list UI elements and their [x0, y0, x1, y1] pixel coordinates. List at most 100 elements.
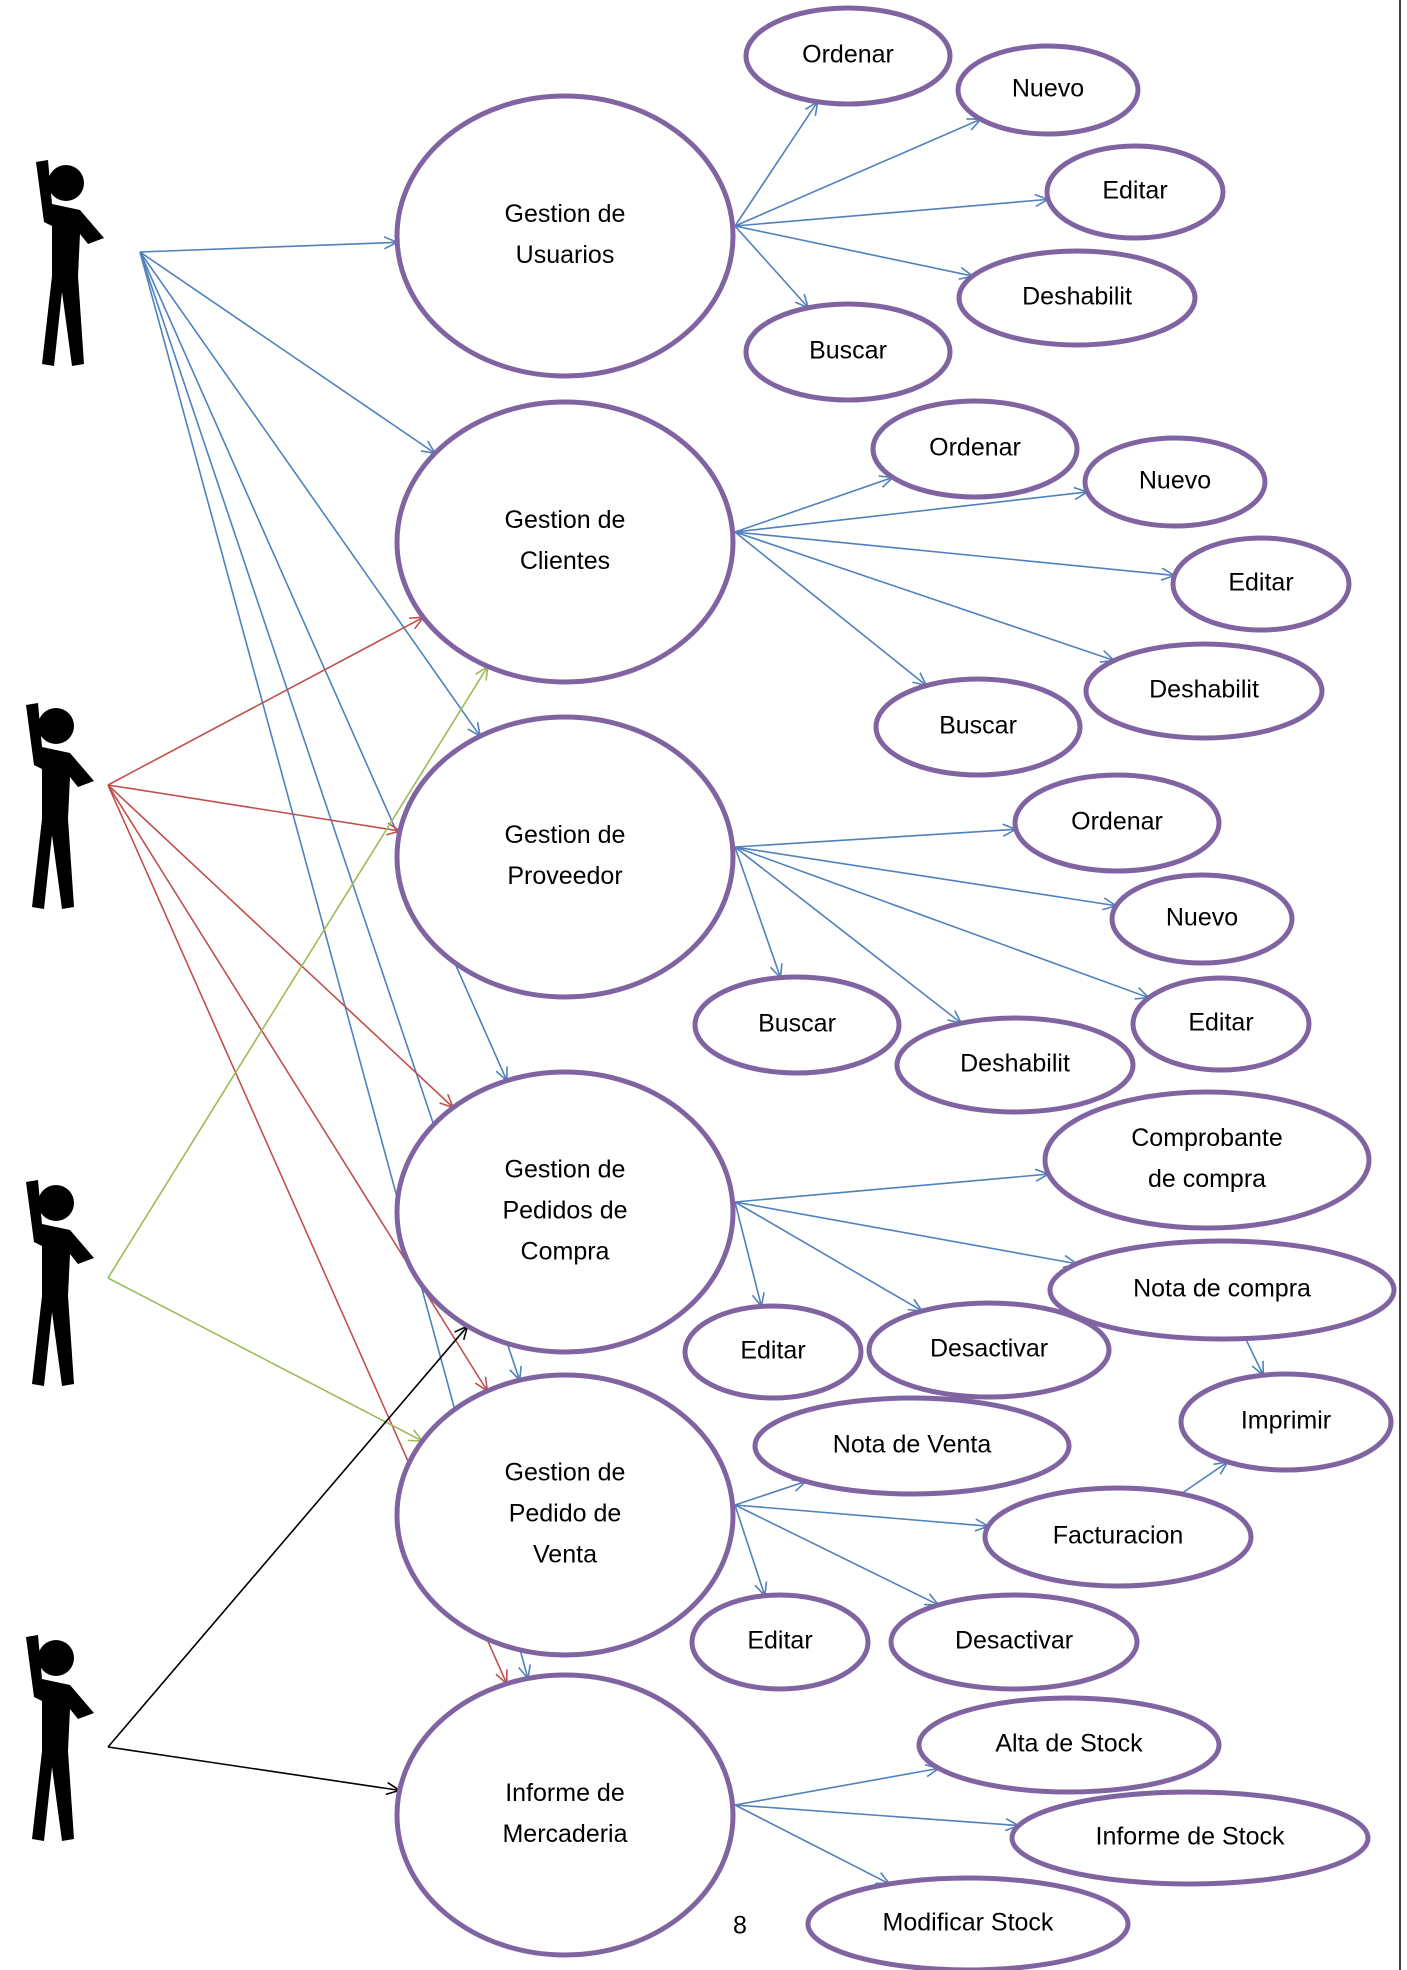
com-desactivar-label: Desactivar	[930, 1335, 1048, 1363]
ven-nota-label: Nota de Venta	[833, 1431, 992, 1459]
pro-editar[interactable]: Editar	[1130, 975, 1312, 1073]
com-nota[interactable]: Nota de compra	[1047, 1238, 1397, 1342]
ven-facturacion-shape	[982, 1485, 1254, 1589]
com-comprobante[interactable]: Comprobante de compra	[1042, 1089, 1372, 1231]
edge-actor1-to-uc-usuarios	[139, 236, 400, 253]
com-imprimir[interactable]: Imprimir	[1178, 1371, 1394, 1473]
pro-nuevo[interactable]: Nuevo	[1109, 872, 1295, 966]
usu-ordenar-shape	[743, 5, 953, 107]
edge-actor4-to-uc-mercaderia	[107, 1746, 402, 1796]
edge-uc-proveedor-to-pro-editar	[734, 846, 1151, 1000]
com-comprobante-shape	[1042, 1089, 1372, 1231]
usu-buscar-shape	[743, 301, 953, 403]
cli-deshabilit[interactable]: Deshabilit	[1083, 641, 1325, 741]
edge-uc-mercaderia-to-mer-modificar	[734, 1804, 892, 1885]
edge-com-nota-to-com-imprimir	[1244, 1338, 1265, 1377]
com-nota-label: Nota de compra	[1133, 1275, 1311, 1303]
pro-deshabilit-label: Deshabilit	[960, 1050, 1070, 1078]
com-comprobante-label: de compra	[1148, 1165, 1266, 1193]
edge-actor3-to-uc-clientes	[107, 664, 489, 1279]
mer-informe[interactable]: Informe de Stock	[1009, 1789, 1371, 1887]
edge-uc-usuarios-to-usu-editar	[734, 193, 1051, 227]
pro-buscar-shape	[692, 974, 902, 1076]
cli-editar-label: Editar	[1228, 569, 1293, 597]
pro-nuevo-shape	[1109, 872, 1295, 966]
ven-facturacion[interactable]: Facturacion	[982, 1485, 1254, 1589]
ven-editar-shape	[689, 1592, 871, 1692]
edge-uc-pedidos-compra-to-com-editar	[734, 1201, 765, 1309]
uc-mercaderia-label: Informe de	[505, 1779, 625, 1807]
edge-uc-clientes-to-cli-deshabilit	[734, 531, 1116, 663]
uc-usuarios-shape	[394, 93, 736, 379]
pro-buscar[interactable]: Buscar	[692, 974, 902, 1076]
uc-clientes-label: Gestion de	[505, 506, 626, 534]
com-desactivar[interactable]: Desactivar	[866, 1300, 1112, 1400]
stick-figure-icon	[26, 1635, 94, 1841]
mer-alta[interactable]: Alta de Stock	[916, 1695, 1222, 1795]
usu-ordenar-label: Ordenar	[802, 41, 894, 69]
com-comprobante-label: Comprobante	[1131, 1124, 1282, 1152]
uc-pedidos-compra-label: Compra	[521, 1238, 610, 1266]
uc-proveedor[interactable]: Gestion de Proveedor	[394, 714, 736, 1000]
cli-buscar[interactable]: Buscar	[873, 676, 1083, 778]
pro-deshabilit[interactable]: Deshabilit	[894, 1015, 1136, 1115]
cli-ordenar[interactable]: Ordenar	[870, 398, 1080, 500]
com-editar[interactable]: Editar	[682, 1303, 864, 1401]
ven-editar-label: Editar	[747, 1627, 812, 1655]
pro-deshabilit-shape	[894, 1015, 1136, 1115]
uc-clientes[interactable]: Gestion de Clientes	[394, 399, 736, 685]
edge-uc-clientes-to-cli-buscar	[734, 531, 928, 687]
usu-nuevo-label: Nuevo	[1012, 75, 1084, 103]
edge-uc-pedidos-compra-to-com-nota	[734, 1201, 1079, 1269]
cli-nuevo-shape	[1082, 435, 1268, 529]
cli-editar[interactable]: Editar	[1170, 535, 1352, 633]
ven-editar[interactable]: Editar	[689, 1592, 871, 1692]
usu-deshabilit[interactable]: Deshabilit	[956, 248, 1198, 348]
pro-ordenar-shape	[1012, 772, 1222, 874]
pro-nuevo-label: Nuevo	[1166, 904, 1238, 932]
edge-actor2-to-uc-proveedor	[107, 784, 402, 836]
usu-nuevo[interactable]: Nuevo	[955, 43, 1141, 137]
cli-nuevo-label: Nuevo	[1139, 467, 1211, 495]
uc-pedido-venta-label: Gestion de	[505, 1459, 626, 1487]
edge-actor2-to-uc-pedidos-compra	[107, 784, 455, 1109]
ven-desactivar[interactable]: Desactivar	[888, 1592, 1140, 1692]
uc-usuarios-label: Usuarios	[516, 241, 615, 269]
pro-ordenar[interactable]: Ordenar	[1012, 772, 1222, 874]
edge-uc-mercaderia-to-mer-informe	[734, 1804, 1021, 1832]
usu-editar-label: Editar	[1102, 177, 1167, 205]
uc-proveedor-label: Gestion de	[505, 821, 626, 849]
edge-uc-proveedor-to-pro-ordenar	[734, 823, 1018, 848]
cli-nuevo[interactable]: Nuevo	[1082, 435, 1268, 529]
stick-figure-icon	[36, 160, 104, 366]
uc-pedidos-compra-shape	[394, 1069, 736, 1355]
ven-nota[interactable]: Nota de Venta	[752, 1395, 1072, 1497]
edge-uc-pedido-venta-to-ven-desactivar	[734, 1504, 941, 1606]
mer-alta-shape	[916, 1695, 1222, 1795]
uc-proveedor-label: Proveedor	[507, 862, 622, 890]
mer-modificar[interactable]: Modificar Stock	[805, 1875, 1131, 1970]
usu-buscar-label: Buscar	[809, 337, 887, 365]
usu-ordenar[interactable]: Ordenar	[743, 5, 953, 107]
edge-uc-proveedor-to-pro-buscar	[734, 846, 783, 980]
com-desactivar-shape	[866, 1300, 1112, 1400]
cli-ordenar-label: Ordenar	[929, 434, 1021, 462]
cli-editar-shape	[1170, 535, 1352, 633]
uc-mercaderia-shape	[394, 1672, 736, 1958]
edge-actor2-to-uc-clientes	[107, 616, 426, 786]
usu-buscar[interactable]: Buscar	[743, 301, 953, 403]
edge-uc-proveedor-to-pro-nuevo	[734, 846, 1119, 911]
mer-modificar-shape	[805, 1875, 1131, 1970]
uc-clientes-label: Clientes	[520, 547, 610, 575]
actors	[26, 160, 104, 1841]
usu-editar[interactable]: Editar	[1044, 143, 1226, 241]
connections	[107, 100, 1265, 1885]
edge-uc-clientes-to-cli-nuevo	[734, 486, 1090, 533]
uc-pedido-venta-shape	[394, 1372, 736, 1658]
